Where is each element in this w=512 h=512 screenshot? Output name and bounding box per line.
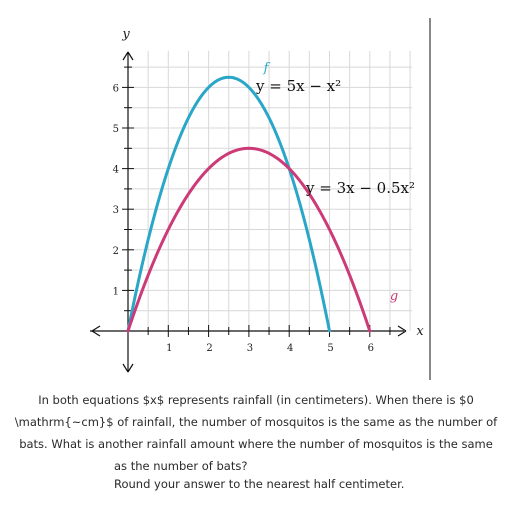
question-line-4: as the number of bats? xyxy=(114,459,248,473)
x-tick-label: 4 xyxy=(287,343,293,354)
series-f-equation: y = 5x − x² xyxy=(255,77,341,95)
x-tick-label: 3 xyxy=(247,343,253,354)
y-tick-label: 3 xyxy=(113,205,119,216)
y-axis-label: y xyxy=(121,27,130,42)
grid-lines xyxy=(128,50,412,331)
question-line-1: In both equations $x$ represents rainfal… xyxy=(38,393,474,407)
chart-labels: y x f y = 5x − x² y = 3x − 0.5x² g xyxy=(121,27,424,339)
x-tick-label: 2 xyxy=(206,343,212,354)
series-g-curve xyxy=(126,146,372,333)
series-f-name: f xyxy=(263,61,271,76)
axes: 1 2 3 4 5 6 1 2 3 4 5 6 xyxy=(90,51,407,373)
y-tick-label: 4 xyxy=(113,165,119,176)
y-axis-bottom-arrow xyxy=(122,363,134,373)
x-axis-right-arrow xyxy=(397,325,407,337)
curves xyxy=(126,75,372,333)
y-axis-top-arrow xyxy=(122,51,134,61)
y-tick-label: 6 xyxy=(113,83,119,94)
question-line-2: \mathrm{~cm}$ of rainfall, the number of… xyxy=(14,415,498,429)
y-tick-label: 5 xyxy=(113,124,119,135)
x-axis-left-arrow xyxy=(91,325,101,337)
x-tick-label: 1 xyxy=(166,343,172,354)
function-graph: 1 2 3 4 5 6 1 2 3 4 5 6 y x f y = 5x − x² y = 3x − … xyxy=(90,18,431,380)
y-tick-label: 1 xyxy=(113,286,119,297)
series-f-curve xyxy=(126,75,331,333)
question-line-3: bats. What is another rainfall amount wh… xyxy=(19,437,493,451)
x-tick-label: 5 xyxy=(327,343,333,354)
series-g-equation: y = 3x − 0.5x² xyxy=(305,179,415,197)
y-tick-label: 2 xyxy=(113,246,119,257)
x-axis-label: x xyxy=(416,324,424,339)
question-line-5: Round your answer to the nearest half ce… xyxy=(114,477,405,491)
series-g-name: g xyxy=(390,289,398,304)
x-tick-label: 6 xyxy=(368,343,374,354)
